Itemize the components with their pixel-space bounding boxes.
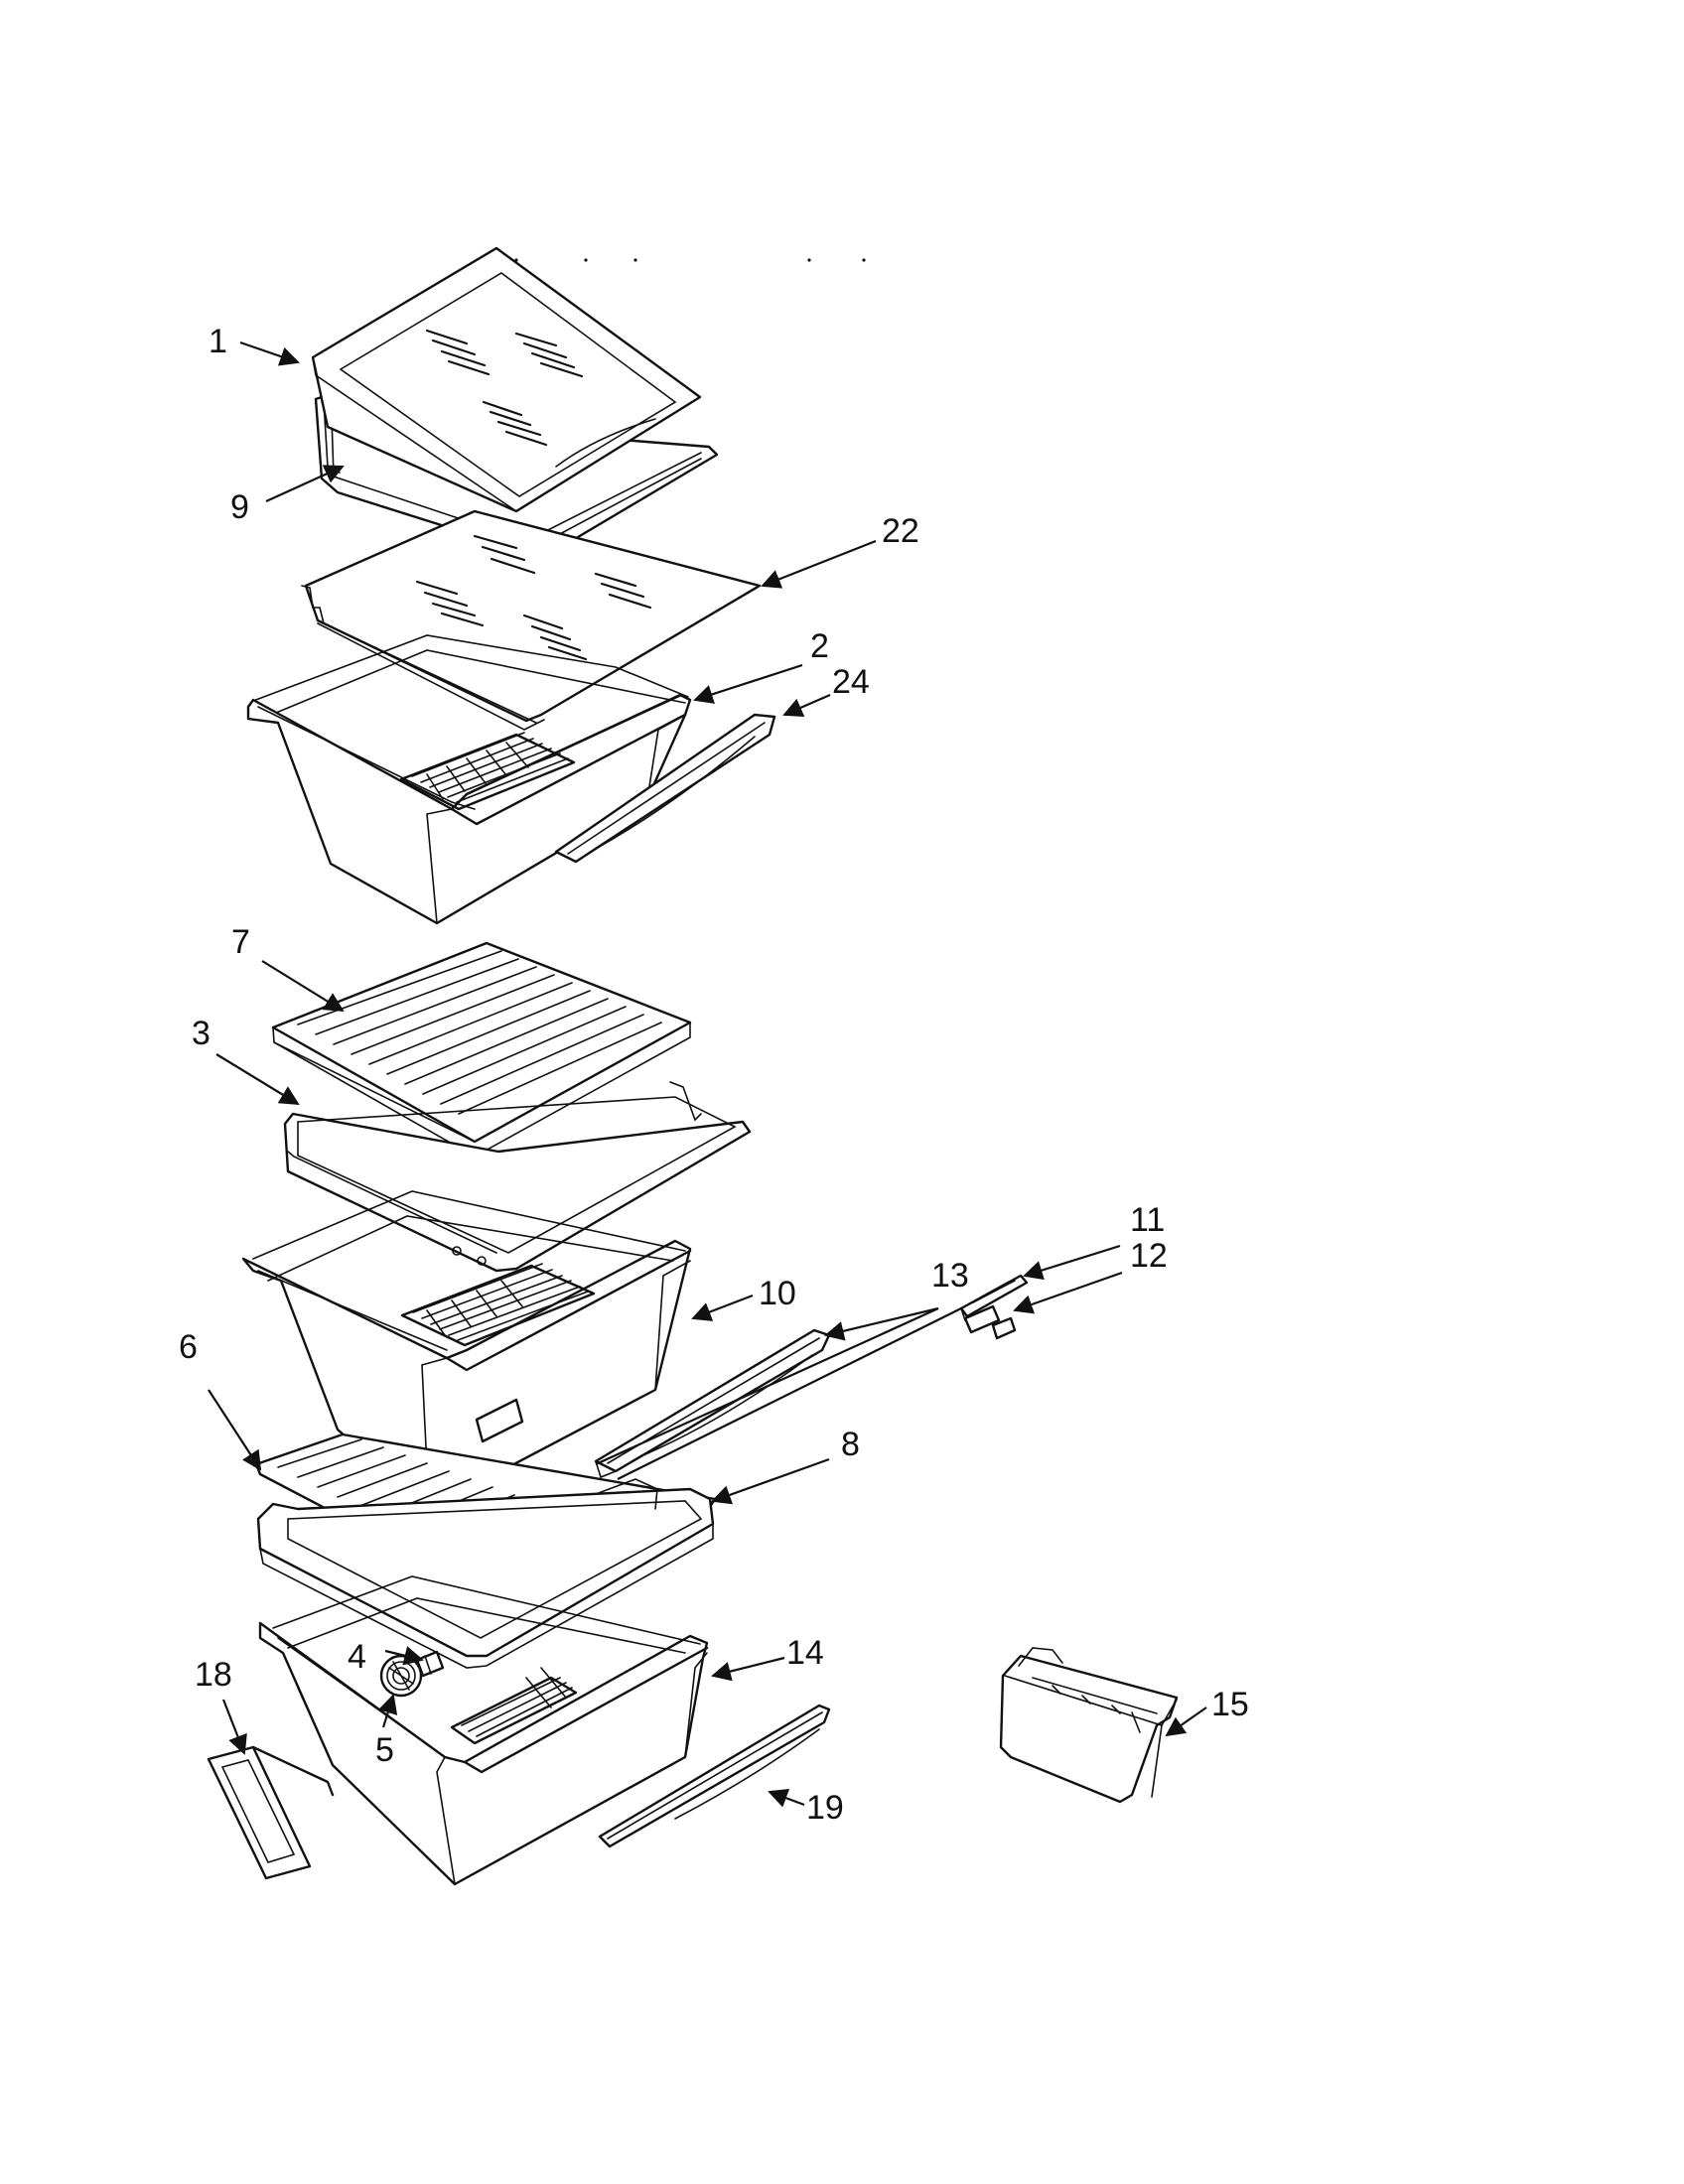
leader-6 [208,1389,262,1471]
leader-12 [1013,1271,1123,1314]
leader-9 [265,465,345,503]
callout-8: 8 [841,1426,860,1463]
callout-4: 4 [348,1638,366,1676]
lower-drawer-grille [450,1676,578,1745]
callout-7: 7 [231,923,250,961]
glass-shelf-part-1 [311,246,702,513]
drawer-handle-part-19 [598,1704,831,1848]
callout-11: 11 [1130,1201,1165,1239]
leader-10 [691,1294,754,1321]
leader-15 [1165,1706,1207,1737]
leader-1 [239,341,300,366]
callout-10: 10 [759,1275,796,1312]
label-card-part-18 [207,1745,335,1880]
meat-drawer-grille [400,1263,596,1347]
callout-2: 2 [810,627,829,665]
callout-labels: 1 9 22 2 24 7 3 11 12 13 10 6 8 4 14 18 … [179,323,1249,1827]
callout-19: 19 [806,1789,844,1827]
leader-2 [693,663,803,704]
callout-14: 14 [786,1634,824,1672]
leader-19 [768,1788,805,1808]
crisper-drawer-part-14 [258,1575,709,1886]
glass-hatch-marks [425,329,584,447]
control-knob-part-5 [379,1654,423,1698]
leader-18 [221,1699,247,1755]
glass-shelf-stripes [297,950,662,1115]
callout-5: 5 [375,1731,394,1769]
scan-marks [514,258,866,262]
cover-hatch-marks [415,534,652,661]
crisper-grille [399,732,576,811]
leader-7 [261,960,345,1013]
clip-part-12 [960,1304,1017,1340]
callout-3: 3 [192,1015,210,1052]
callout-13: 13 [931,1257,969,1295]
crisper-drawer-part-2 [246,634,692,925]
leader-24 [782,693,831,717]
leader-4 [384,1646,424,1666]
callout-18: 18 [195,1656,232,1694]
glass-cover-part-22 [301,509,762,731]
callout-6: 6 [179,1328,198,1366]
leader-lines [208,341,1207,1808]
door-bin-part-15 [999,1647,1179,1804]
callout-24: 24 [832,663,870,701]
leader-13-line-b [617,1307,962,1480]
leader-5 [378,1694,398,1728]
callout-15: 15 [1211,1686,1249,1723]
leader-22 [761,539,877,589]
leader-3 [215,1053,300,1106]
callout-1: 1 [209,323,227,360]
drawer-handle-part-24 [554,713,776,864]
leader-8 [711,1457,830,1505]
bracket-part-11 [959,1274,1029,1318]
leader-14 [711,1656,785,1682]
callout-22: 22 [882,512,919,550]
callout-12: 12 [1130,1237,1168,1275]
knob-spring-part-4 [415,1650,445,1678]
callout-9: 9 [230,488,249,526]
leader-13-line-a [595,1306,939,1466]
shelf-frame-part-8 [256,1478,715,1669]
leader-11 [1023,1244,1121,1281]
shelf-frame-part-3 [283,1081,752,1273]
leader-13 [824,1306,939,1341]
